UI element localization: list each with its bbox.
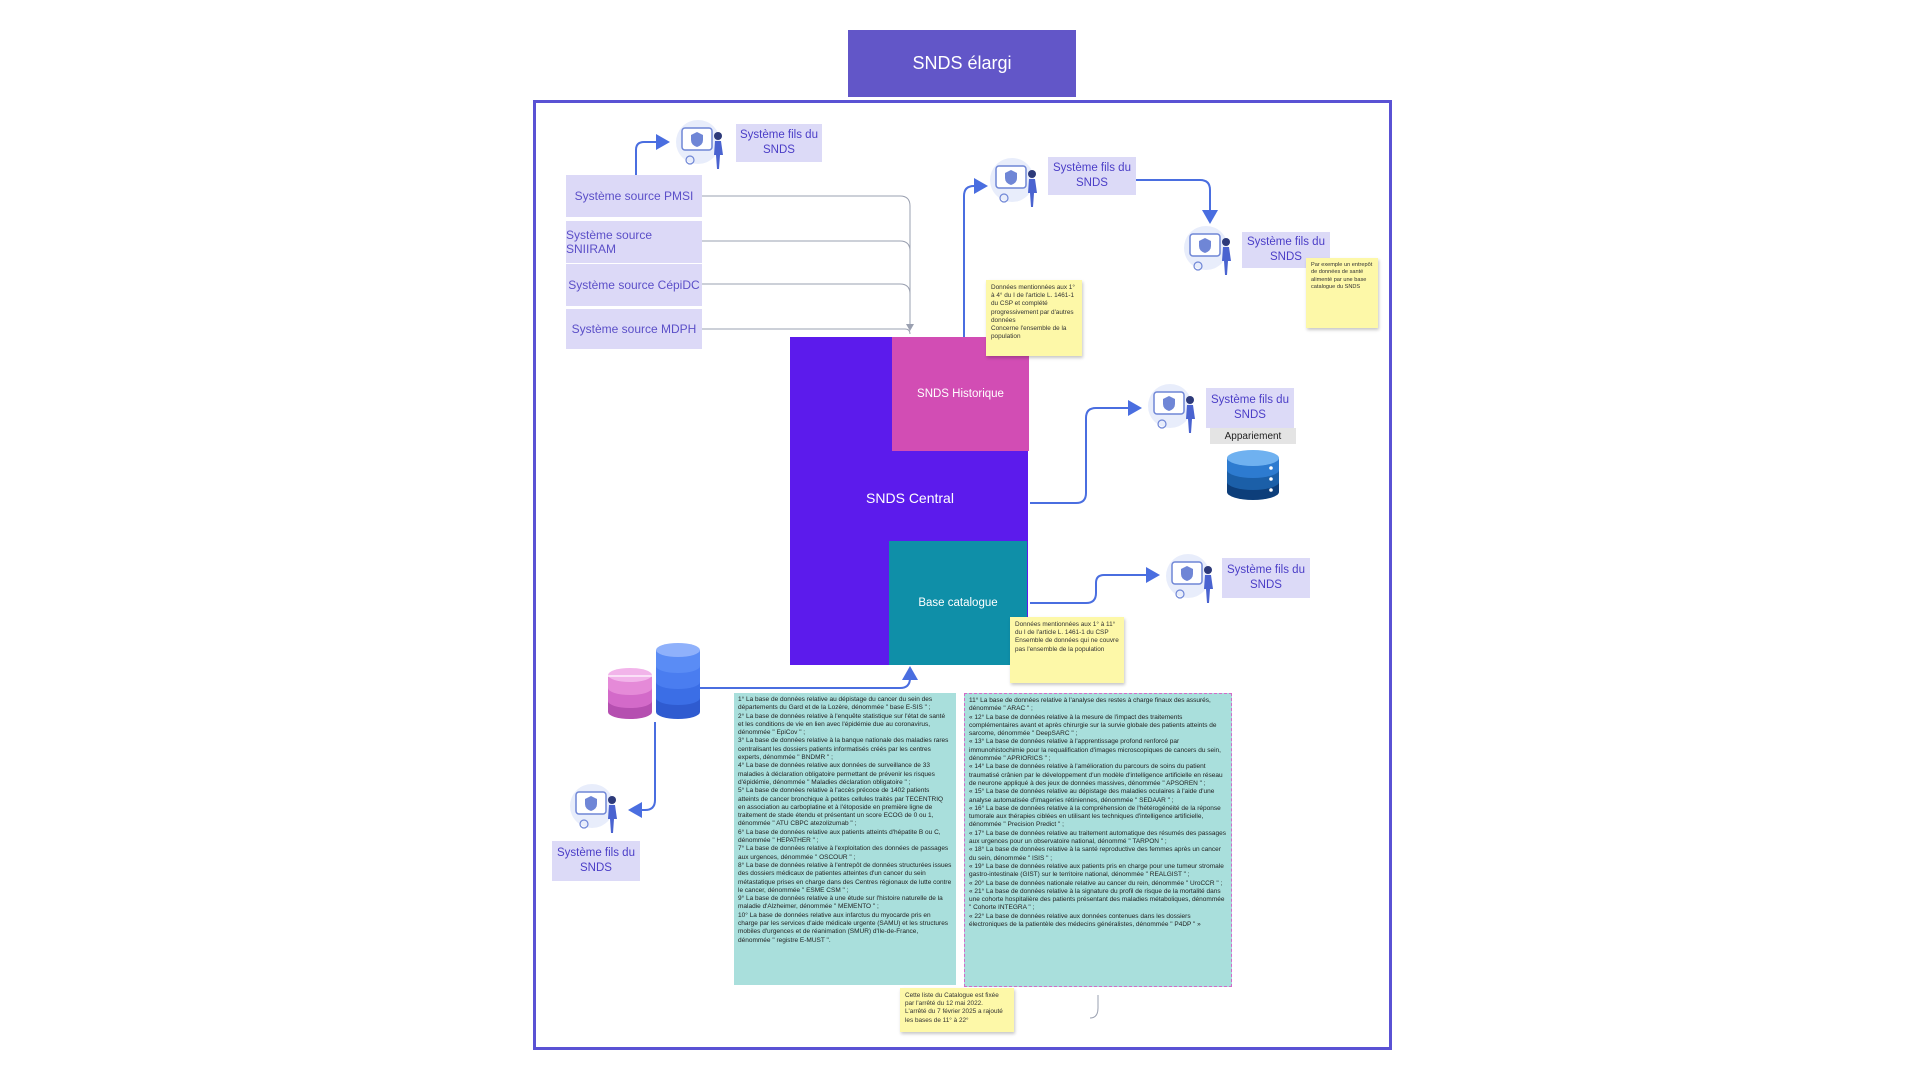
note-example: Par exemple un entrepôt de données de sa… <box>1306 258 1378 328</box>
catalogue-item: « 12° La base de données relative à la m… <box>969 713 1217 738</box>
child-system-bottom-left: Système fils du SNDS <box>552 841 640 881</box>
note-historique: Données mentionnées aux 1° à 4° du I de … <box>986 280 1082 356</box>
source-cepidc: Système source CépiDC <box>566 264 702 306</box>
flow-arrows <box>628 134 1218 818</box>
source-sniiram: Système source SNIIRAM <box>566 221 702 263</box>
analyst-figure-icon <box>1180 220 1240 285</box>
catalogue-item: « 14° La base de données relative à l'am… <box>969 763 1223 787</box>
catalogue-item: « 13° La base de données relative à l'ap… <box>969 738 1221 763</box>
catalogue-list-11-22: 11° La base de données relative à l'anal… <box>964 693 1232 987</box>
child-system-top-right-1: Système fils du SNDS <box>1048 157 1136 195</box>
catalogue-item: 10° La base de données relative aux infa… <box>738 911 949 944</box>
catalogue-item: « 19° La base de données relative aux pa… <box>969 862 1224 879</box>
analyst-figure-icon <box>1144 378 1204 443</box>
snds-central-label: SNDS Central <box>866 490 954 506</box>
catalogue-item: 9° La base de données relative à une étu… <box>738 895 943 911</box>
catalogue-item: « 15° La base de données relative au dép… <box>969 788 1215 804</box>
catalogue-item: 2° La base de données relative à l'enquê… <box>738 712 946 737</box>
catalogue-item: « 20° La base de données nationale relat… <box>969 879 1223 887</box>
catalogue-item: « 17° La base de données relative au tra… <box>969 829 1226 846</box>
catalogue-item: 3° La base de données relative à la banq… <box>738 737 949 762</box>
catalogue-item: 1° La base de données relative au dépist… <box>738 696 933 712</box>
catalogue-item: « 18° La base de données relative à la s… <box>969 846 1221 862</box>
child-system-low-right: Système fils du SNDS <box>1222 558 1310 598</box>
source-connectors <box>702 195 1099 1019</box>
database-stack-icon <box>654 630 702 727</box>
catalogue-item: « 22° La base de données relative aux do… <box>969 912 1201 929</box>
catalogue-item: 11° La base de données relative à l'anal… <box>969 697 1211 713</box>
catalogue-item: 7° La base de données relative à l'explo… <box>738 845 949 861</box>
child-system-top-left: Système fils du SNDS <box>736 124 822 162</box>
catalogue-item: 6° La base de données relative aux patie… <box>738 828 941 845</box>
child-system-mid-right: Système fils du SNDS <box>1206 388 1294 428</box>
base-catalogue-block: Base catalogue <box>889 541 1027 665</box>
snds-historique-block: SNDS Historique <box>892 337 1029 451</box>
catalogue-item: « 16° La base de données relative à la c… <box>969 804 1221 829</box>
database-icon <box>1224 446 1282 509</box>
child-system-top-right-2: Système fils du SNDS <box>1242 232 1330 268</box>
analyst-figure-icon <box>566 778 626 843</box>
note-catalogue: Données mentionnées aux 1° à 11° du I de… <box>1010 617 1124 683</box>
diagram-frame <box>533 100 1392 1050</box>
catalogue-item: 5° La base de données relative à l'accès… <box>738 787 944 828</box>
note-list: Cette liste du Catalogue est fixée par l… <box>900 988 1014 1032</box>
analyst-figure-icon <box>672 114 732 179</box>
analyst-figure-icon <box>1162 548 1222 613</box>
source-pmsi: Système source PMSI <box>566 175 702 217</box>
catalogue-item: 4° La base de données relative aux donné… <box>738 762 935 786</box>
diagram-title: SNDS élargi <box>848 30 1076 97</box>
source-mdph: Système source MDPH <box>566 309 702 349</box>
catalogue-list-1-10: 1° La base de données relative au dépist… <box>734 693 956 985</box>
database-stack-icon <box>606 656 654 727</box>
analyst-figure-icon <box>986 152 1046 217</box>
catalogue-item: « 21° La base de données relative à la s… <box>969 887 1225 912</box>
appariement-label: Appariement <box>1210 428 1296 444</box>
catalogue-item: 8° La base de données relative à l'entre… <box>738 861 952 894</box>
